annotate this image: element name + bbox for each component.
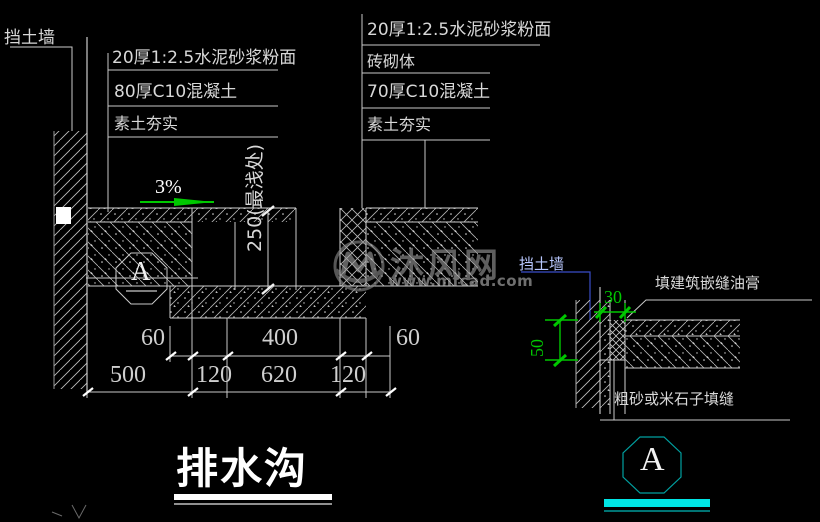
note-left-line-2: 80厚C10混凝土 [114,82,238,102]
label-retaining-wall-left: 挡土墙 [4,28,55,48]
slope-arrow-green [140,198,214,206]
dim-lower-120-left: 120 [196,362,232,388]
dim-upper-60-right: 60 [396,325,420,351]
depth-dimension-250 [261,205,275,295]
dim-detail-30: 30 [604,287,622,307]
dim-detail-50: 50 [527,339,547,357]
label-depth-250: 250(最浅处) [244,143,266,252]
main-section-drawing [10,14,540,520]
retaining-wall-right [575,287,601,414]
joint-fill-note-leader [600,360,790,421]
detail-a-drawing [521,271,812,512]
note-block-right-leaders [361,14,540,208]
label-slope-3pct: 3% [155,176,182,198]
label-retaining-wall-right: 挡土墙 [519,255,565,273]
note-right-line-4: 素土夯实 [367,115,432,134]
note-left-line-3: 素土夯实 [114,114,179,133]
dim-lower-500: 500 [110,362,146,388]
section-callout-bubble [86,252,198,305]
section-callout-letter: A [131,256,151,286]
pavement-slab-right [366,207,478,287]
joint-band [600,300,611,414]
note-right-line-2: 砖砌体 [367,52,416,71]
junction-blank-patch [56,207,71,224]
title-underline [174,494,332,505]
dimension-chain-upper [165,318,391,362]
dimension-50-green [545,313,578,368]
dimension-chain-lower [82,356,397,398]
label-joint-fill-note: 粗砂或米石子填缝 [614,390,735,408]
caulk-note-leader [626,299,812,319]
drawing-title: 排水沟 [176,444,309,493]
masonry-pier-right [339,208,367,286]
pavement-slab-left [88,207,193,318]
retaining-wall-left-leader [10,46,73,131]
dim-upper-60-left: 60 [141,325,165,351]
dim-lower-120-right: 120 [330,362,366,388]
dim-upper-400: 400 [262,325,298,351]
label-caulk-note: 填建筑嵌缝油膏 [655,274,761,292]
detail-callout-letter: A [640,441,665,478]
dim-lower-620: 620 [261,362,297,388]
dimension-30-green [594,303,636,322]
note-left-line-1: 20厚1:2.5水泥砂浆粉面 [112,48,297,68]
ditch-trough [169,207,366,319]
note-right-line-3: 70厚C10混凝土 [367,82,491,102]
corner-marks [51,504,87,520]
detail-pavement-layers [625,319,740,369]
note-block-left-leaders [107,53,278,212]
detail-callout-bubble [604,436,710,512]
retaining-wall-left [53,37,88,392]
note-right-line-1: 20厚1:2.5水泥砂浆粉面 [367,20,552,40]
